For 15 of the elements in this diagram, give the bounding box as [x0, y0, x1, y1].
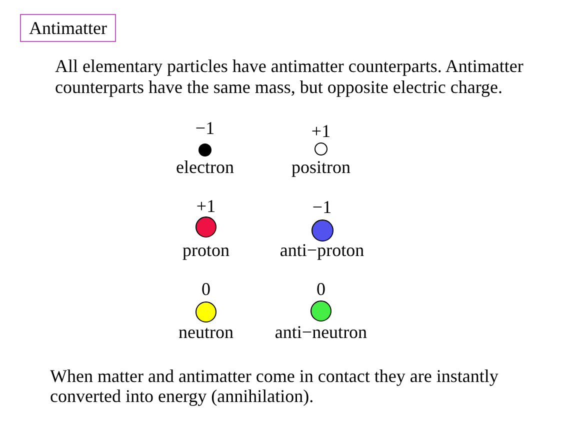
note-paragraph: When matter and antimatter come in contact they are instantly converted into energy (annihilation). [50, 366, 500, 406]
particle-name: proton [182, 240, 230, 260]
charge-label: 0 [316, 279, 326, 299]
charge-label: −1 [195, 118, 215, 138]
charge-label: −1 [312, 197, 332, 217]
charge-label: 0 [202, 279, 210, 299]
particle-name: anti−proton [280, 240, 364, 260]
particle-name: neutron [178, 322, 234, 342]
intro-paragraph: All elementary particles have antimatter counterparts. Antimatter counterparts have the same mass, but opposite electric charge. [55, 56, 524, 98]
particle-name: anti−neutron [274, 322, 368, 342]
slide-title: Antimatter [20, 14, 116, 42]
particle-name: positron [292, 157, 350, 177]
particle-name: electron [176, 157, 234, 177]
charge-label: +1 [196, 196, 216, 216]
charge-label: +1 [311, 121, 331, 141]
